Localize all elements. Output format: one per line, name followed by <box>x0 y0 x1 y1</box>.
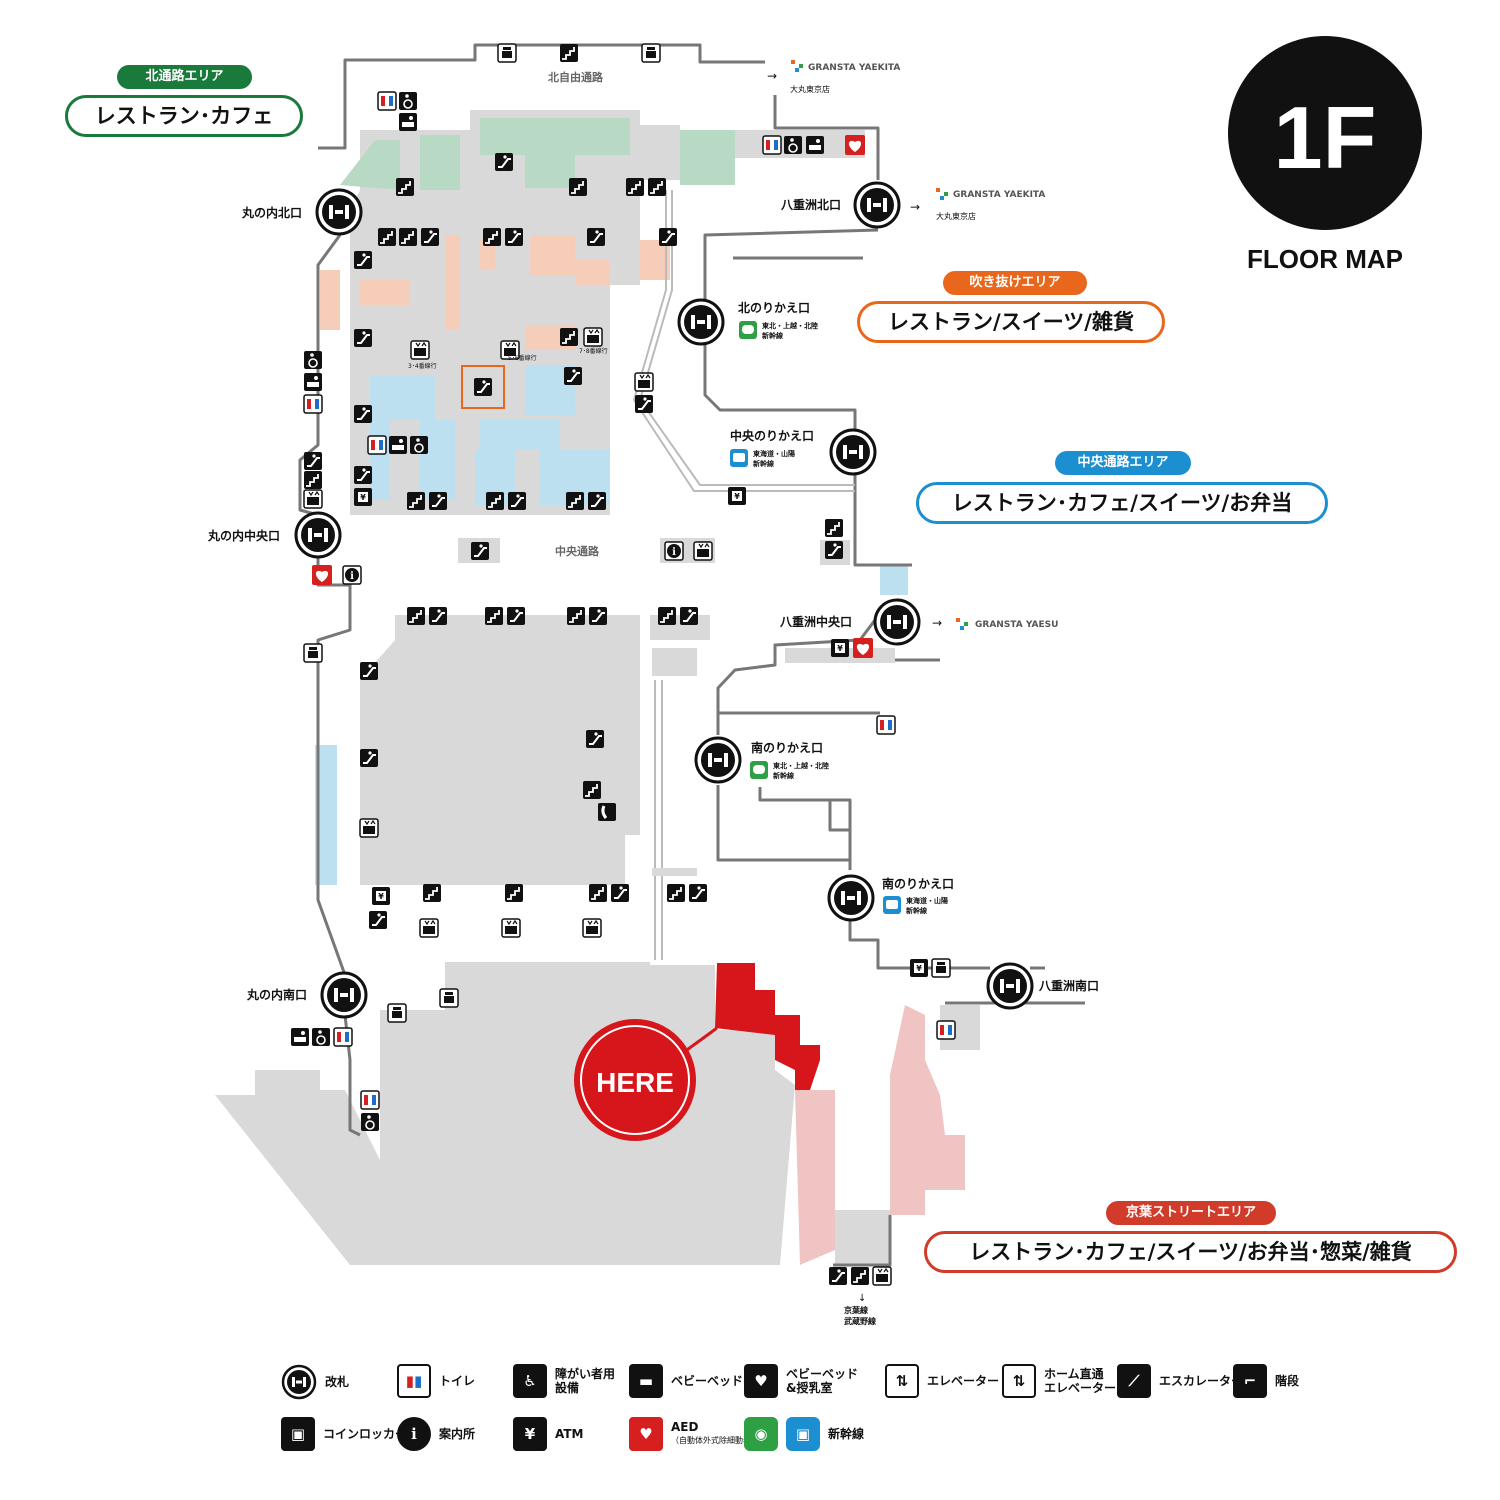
passage-central: 中央通路 <box>555 544 600 558</box>
legend-accessibility-label: 障がい者用 設備 <box>555 1367 616 1395</box>
platform-elevator-c: 7･8番線行 <box>579 347 608 355</box>
elevator-icon: ⇅ <box>885 1364 919 1398</box>
legend-platform-elevator-label: ホーム直通 エレベーター <box>1044 1367 1117 1395</box>
link-granstayaekita-2: GRANSTA YAEKITA <box>953 190 1045 200</box>
keiyo-area-tag: 京葉ストリートエリア <box>1106 1201 1276 1225</box>
link-granstayaesu: GRANSTA YAESU <box>975 620 1058 630</box>
shinkansen-north-1: 東北・上越・北陸 <box>762 321 818 330</box>
platform-elevator-b: 5･6番線行 <box>508 354 537 362</box>
legend-shinkansen-label: 新幹線 <box>828 1427 865 1441</box>
legend-platform-elevator: ⇅ ホーム直通 エレベーター <box>1002 1364 1116 1398</box>
gate-label-yaesu-south: 八重洲南口 <box>1038 978 1099 993</box>
legend-baby-bed-label: ベビーベッド <box>671 1374 744 1388</box>
accessibility-icon: ♿ <box>513 1364 547 1398</box>
gate-label-central-transfer: 中央のりかえ口 <box>730 428 814 443</box>
legend-locker-label: コインロッカー <box>323 1427 408 1441</box>
passage-north: 北自由通路 <box>548 70 604 84</box>
legend-info-label: 案内所 <box>439 1427 476 1441</box>
central-area-tag: 中央通路エリア <box>1055 451 1191 475</box>
gate-label-south-transfer-2: 南のりかえ口 <box>882 876 954 891</box>
shinkansen-central-2: 新幹線 <box>753 459 774 468</box>
north-area-title: レストラン･カフェ <box>65 95 303 137</box>
platform-elevator-a: 3･4番線行 <box>408 362 437 370</box>
information-icon: i <box>397 1417 431 1451</box>
shinkansen-icon: ▣ <box>786 1417 820 1451</box>
shinkansen-south2-2: 新幹線 <box>906 906 927 915</box>
legend-gate-label: 改札 <box>325 1375 350 1389</box>
svg-text:→: → <box>767 69 777 83</box>
legend-nursing: ♥ ベビーベッド &授乳室 <box>744 1364 858 1398</box>
stairs-icon: ⌐ <box>1233 1364 1267 1398</box>
legend-baby-bed: ▬ ベビーベッド <box>629 1364 743 1398</box>
floor-badge: 1F FLOOR MAP <box>1228 36 1422 274</box>
shinkansen-icon: ◉ <box>744 1417 778 1451</box>
escalator-icon: ⟋ <box>1117 1364 1151 1398</box>
map-labels: 丸の内北口 丸の内中央口 丸の内南口 八重洲北口 八重洲中央口 八重洲南口 北の… <box>207 60 1099 1326</box>
legend-locker: ▣ コインロッカー <box>281 1417 407 1451</box>
legend-toilet-label: トイレ <box>439 1374 476 1388</box>
legend-elevator: ⇅ エレベーター <box>885 1364 999 1398</box>
north-area-tag: 北通路エリア <box>117 65 252 89</box>
coin-locker-icon: ▣ <box>281 1417 315 1451</box>
svg-text:↓: ↓ <box>858 1293 866 1304</box>
legend-stairs: ⌐ 階段 <box>1233 1364 1299 1398</box>
gate-label-yaesu-north: 八重洲北口 <box>780 197 841 212</box>
gate-label-yaesu-central: 八重洲中央口 <box>779 614 852 629</box>
gate-label-marunouchi-north: 丸の内北口 <box>241 205 302 220</box>
platform-elevator-icon: ⇅ <box>1002 1364 1036 1398</box>
nursing-room-icon: ♥ <box>744 1364 778 1398</box>
legend-toilet: ▮▮ トイレ <box>397 1364 475 1398</box>
atm-icon: ¥ <box>513 1417 547 1451</box>
walls <box>298 43 1085 1267</box>
keiyo-line-2: 武蔵野線 <box>844 1316 876 1326</box>
legend-info: i 案内所 <box>397 1417 475 1451</box>
keiyo-line-1: 京葉線 <box>844 1305 868 1315</box>
link-daimaru-1: 大丸東京店 <box>790 84 830 94</box>
legend-escalator: ⟋ エスカレーター <box>1117 1364 1243 1398</box>
track-lines <box>632 190 855 960</box>
floor-number: 1F <box>1274 88 1377 187</box>
legend-nursing-label: ベビーベッド &授乳室 <box>786 1367 859 1395</box>
legend-accessibility: ♿ 障がい者用 設備 <box>513 1364 615 1398</box>
link-granstayaekita-1: GRANSTA YAEKITA <box>808 63 900 73</box>
legend-aed: ♥ AED（自動体外式除細動器） <box>629 1417 759 1451</box>
shinkansen-south1-1: 東北・上越・北陸 <box>773 761 829 770</box>
shinkansen-south1-2: 新幹線 <box>773 771 794 780</box>
facility-icons <box>291 43 956 1286</box>
legend-aed-label: AED（自動体外式除細動器） <box>671 1420 759 1445</box>
baby-bed-icon: ▬ <box>629 1364 663 1398</box>
legend-escalator-label: エスカレーター <box>1159 1374 1244 1388</box>
gate-label-south-transfer-1: 南のりかえ口 <box>751 740 823 755</box>
legend-elevator-label: エレベーター <box>927 1374 1000 1388</box>
gate-label-north-transfer: 北のりかえ口 <box>738 300 810 315</box>
legend-gate: 改札 <box>281 1364 349 1400</box>
toilet-icon: ▮▮ <box>397 1364 431 1398</box>
gate-label-marunouchi-central: 丸の内中央口 <box>207 528 280 543</box>
floor-map-caption: FLOOR MAP <box>1247 244 1403 274</box>
central-area-title: レストラン･カフェ/スイーツ/お弁当 <box>916 482 1328 524</box>
gate-label-marunouchi-south: 丸の内南口 <box>246 987 307 1002</box>
aed-icon: ♥ <box>629 1417 663 1451</box>
here-label: HERE <box>596 1067 674 1098</box>
legend-atm-label: ATM <box>555 1427 584 1441</box>
legend-atm: ¥ ATM <box>513 1417 583 1451</box>
shinkansen-north-2: 新幹線 <box>762 331 783 340</box>
atrium-area-tag: 吹き抜けエリア <box>943 271 1087 295</box>
legend-shinkansen: ◉ ▣ 新幹線 <box>744 1417 864 1451</box>
svg-text:→: → <box>932 616 942 630</box>
svg-text:→: → <box>910 200 920 214</box>
here-marker: HERE <box>574 1019 718 1141</box>
legend-stairs-label: 階段 <box>1275 1374 1300 1388</box>
atrium-area-title: レストラン/スイーツ/雑貨 <box>857 301 1165 343</box>
ticket-gate-icon <box>281 1364 317 1400</box>
keiyo-area-title: レストラン･カフェ/スイーツ/お弁当･惣菜/雑貨 <box>924 1231 1457 1273</box>
shinkansen-south2-1: 東海道・山陽 <box>906 896 948 905</box>
shinkansen-central-1: 東海道・山陽 <box>753 449 795 458</box>
floor-areas <box>215 110 980 1265</box>
link-daimaru-2: 大丸東京店 <box>936 211 976 221</box>
